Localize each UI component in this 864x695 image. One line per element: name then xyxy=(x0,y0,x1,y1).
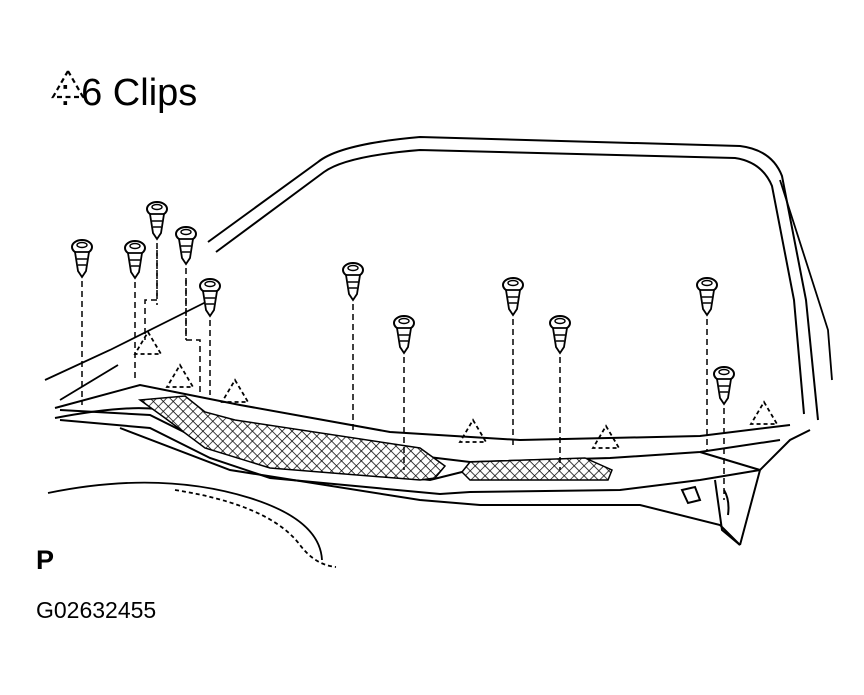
clip-fastener xyxy=(393,315,415,470)
clip-fastener xyxy=(342,262,364,430)
clip-marker-icon xyxy=(220,378,250,403)
cowl-vent-screens xyxy=(137,395,613,481)
clip-fastener xyxy=(199,278,221,395)
dashed-triangle-icon xyxy=(51,68,85,99)
figure-code: G02632455 xyxy=(36,597,157,623)
clip-marker-icon xyxy=(458,418,488,443)
fasteners xyxy=(71,201,735,500)
left-fender xyxy=(44,299,337,568)
clip-fastener xyxy=(713,366,735,500)
clip-marker-icon xyxy=(749,400,779,425)
left-vent-screen xyxy=(137,395,447,481)
clip-marker-icon xyxy=(165,363,195,388)
windshield xyxy=(207,135,833,421)
clip-legend: : 6 Clips xyxy=(50,68,197,118)
clip-marker-icon xyxy=(133,330,163,355)
clip-fastener xyxy=(71,239,93,405)
clip-marker-icon xyxy=(591,424,621,449)
clip-fastener xyxy=(146,201,168,305)
clip-fastener xyxy=(175,226,197,340)
legend-label: : 6 Clips xyxy=(60,71,198,114)
clips xyxy=(133,330,779,449)
clip-fastener xyxy=(549,315,571,470)
clip-fastener xyxy=(696,277,718,450)
clip-fastener xyxy=(124,240,146,380)
right-vent-screen xyxy=(460,457,613,481)
view-reference-label: P xyxy=(36,545,55,575)
clip-fastener xyxy=(502,277,524,445)
